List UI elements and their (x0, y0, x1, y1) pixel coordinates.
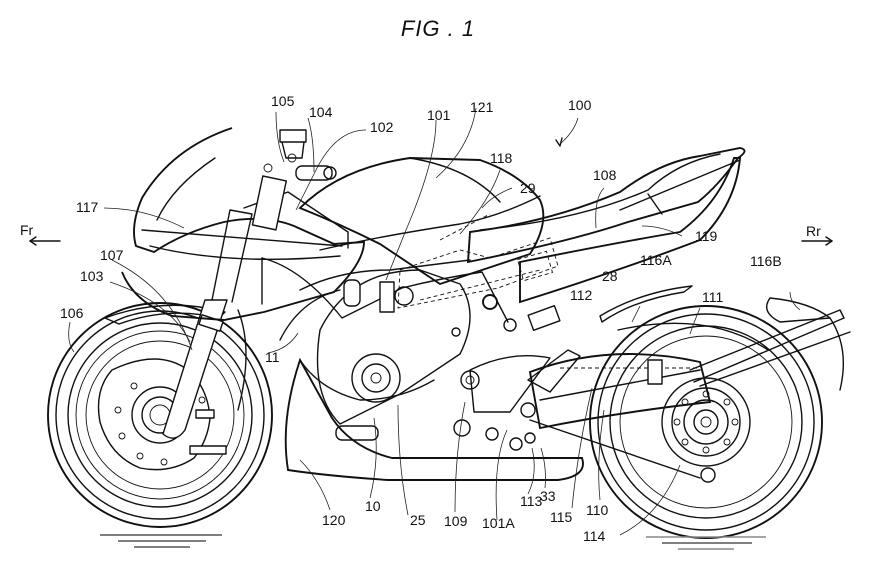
footpeg-bracket (453, 349, 581, 451)
figure-title: FIG . 1 (400, 16, 476, 41)
label-106: 106 (60, 305, 84, 321)
hidden-components (397, 213, 559, 309)
label-114: 114 (583, 528, 606, 544)
label-11: 11 (265, 349, 280, 365)
rear-wheel (589, 305, 823, 539)
rear-direction-arrow (801, 236, 833, 246)
front-wheel (47, 302, 273, 528)
leader-lines (68, 107, 801, 536)
front-ground-line (100, 534, 222, 548)
label-105: 105 (271, 93, 295, 109)
front-direction-arrow (29, 236, 61, 246)
label-116A: 116A (640, 252, 672, 268)
label-118: 118 (490, 150, 513, 166)
label-33: 33 (540, 488, 556, 504)
label-110: 110 (586, 502, 609, 518)
fuel-tank (298, 157, 545, 286)
component-112 (527, 304, 561, 332)
label-104: 104 (309, 104, 333, 120)
flap-116A (599, 285, 693, 323)
rear-sprocket (661, 377, 751, 467)
seat (466, 147, 746, 264)
frame (261, 257, 517, 341)
swingarm (528, 353, 712, 479)
front-cowl (121, 127, 365, 321)
label-25: 25 (410, 512, 426, 528)
engine-cover (351, 353, 401, 403)
label-111: 111 (702, 289, 723, 305)
label-109: 109 (444, 513, 468, 529)
reference-labels: Fr Rr 100 101 101A 102 104 105 103 106 1… (20, 93, 821, 544)
label-100: 100 (568, 97, 592, 113)
direction-label-front: Fr (20, 222, 34, 238)
label-102: 102 (370, 119, 394, 135)
engine (299, 269, 471, 441)
label-28: 28 (602, 268, 618, 284)
handlebar-assembly (251, 129, 337, 231)
label-113: 113 (520, 493, 543, 509)
assembly-arrow (559, 117, 579, 145)
rear-ground-line (646, 536, 766, 550)
label-117: 117 (76, 199, 99, 215)
label-116B: 116B (750, 253, 782, 269)
label-103: 103 (80, 268, 104, 284)
rear-fender (599, 285, 851, 391)
under-cowl (284, 357, 584, 481)
label-107: 107 (100, 247, 124, 263)
label-10: 10 (365, 498, 381, 514)
label-29: 29 (520, 180, 536, 196)
label-119: 119 (695, 228, 718, 244)
front-fork (162, 209, 253, 439)
label-115: 115 (550, 509, 573, 525)
label-108: 108 (593, 167, 617, 183)
label-121: 121 (470, 99, 494, 115)
direction-label-rear: Rr (806, 223, 821, 239)
brake-reservoir (279, 129, 307, 143)
rear-cowl (519, 157, 742, 304)
label-101A: 101A (482, 515, 515, 531)
label-112: 112 (570, 287, 593, 303)
label-120: 120 (322, 512, 346, 528)
label-101: 101 (427, 107, 451, 123)
